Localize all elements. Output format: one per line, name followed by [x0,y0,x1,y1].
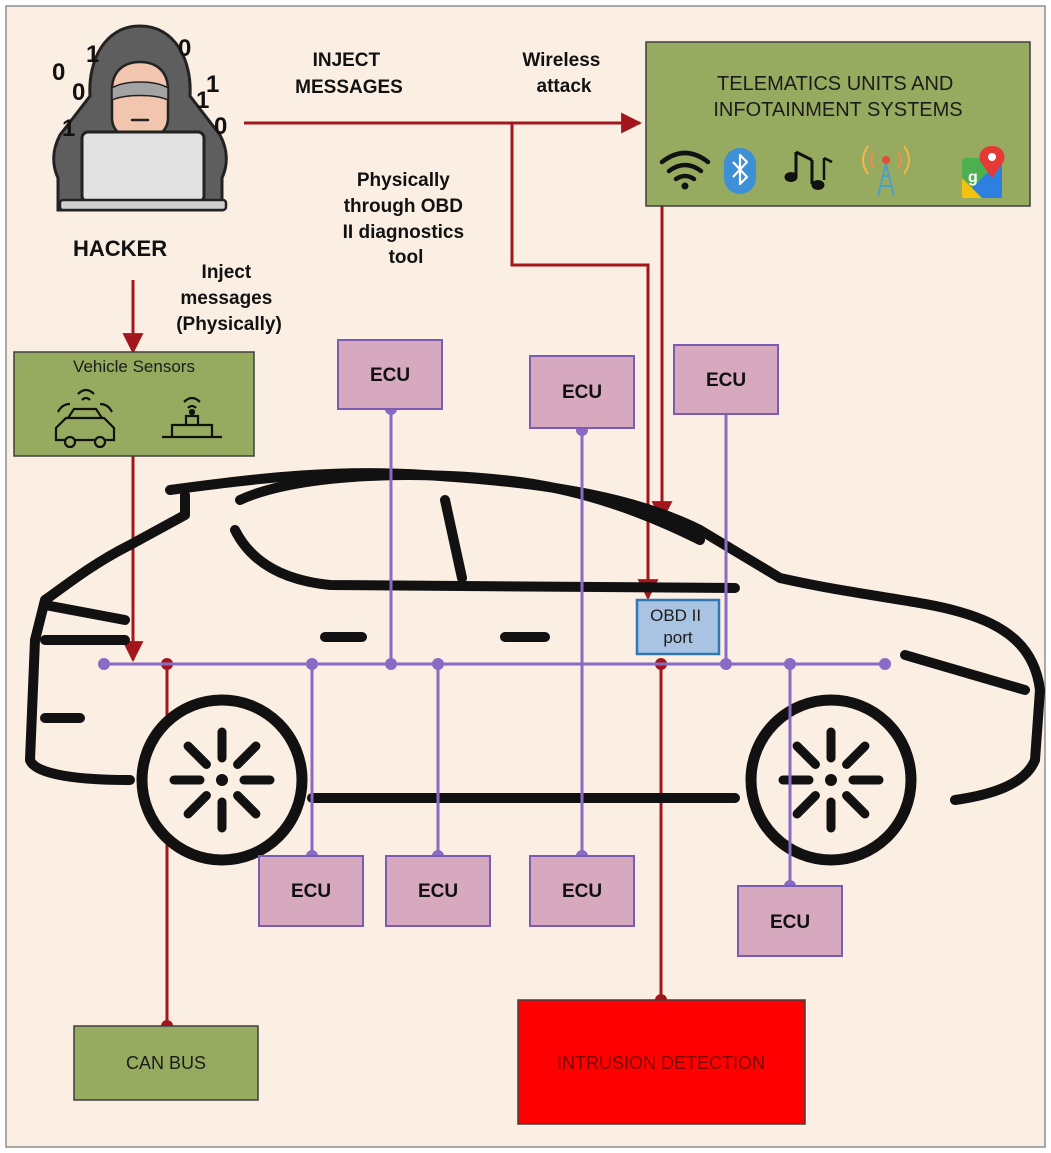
intrusion-detection-label: INTRUSION DETECTION [557,1053,765,1073]
connected-car-icon [54,388,116,449]
obd-attack-line [510,123,659,601]
telematics-title: TELEMATICS UNITS AND [717,73,953,95]
bluetooth-icon [724,148,756,194]
ecu-box: ECU [737,885,843,957]
binary-digit: 0 [72,79,85,106]
car-outline [25,468,1045,805]
ecu-label: ECU [291,881,331,902]
ecu-box: ECU [673,344,779,415]
ecu-label: ECU [770,912,810,933]
vehicle-sensors-title: Vehicle Sensors [73,357,195,376]
wheel-spoke [233,741,261,769]
wireless-attack-label: Wireless attack [522,50,605,97]
wheel-spoke [842,741,870,769]
binary-digit: 1 [196,87,209,114]
wheel-spoke [792,791,820,819]
maps-icon: g [962,146,1005,198]
physically-obd-label: Physically through OBD II diagnostics to… [343,170,470,268]
hacker-label: HACKER [73,236,167,261]
wheel-spoke [233,791,261,819]
binary-digit: 0 [178,35,191,62]
telematics-box: TELEMATICS UNITS AND INFOTAINMENT SYSTEM… [645,41,1031,207]
wheel-spoke [183,791,211,819]
wheel-spoke [792,741,820,769]
ecu-label: ECU [562,881,602,902]
wheel-spoke [183,741,211,769]
ecu-label: ECU [418,881,458,902]
svg-text:TELEMATICS UNITS AND INF: TELEMATICS UNITS AND INFOTAINMENT SYSTEM… [713,73,962,121]
ecu-label: ECU [370,365,410,386]
inject-physically-label: Inject messages (Physically) [176,262,282,335]
binary-digit: 1 [86,41,99,68]
can-bus-label: CAN BUS [126,1053,206,1073]
inject-messages-label: INJECT MESSAGES [295,50,403,98]
wifi-icon [659,150,711,190]
ecu-box: ECU [258,855,364,927]
binary-digit: 0 [214,113,227,140]
ecu-box: ECU [385,855,491,927]
binary-digit: 0 [52,59,65,86]
svg-text:OBD II port: OBD II port [650,606,706,647]
binary-digit: 1 [62,115,75,142]
ecu-label: ECU [562,382,602,403]
front-wheel [136,694,308,866]
telematics-title: INFOTAINMENT SYSTEMS [713,99,962,121]
ecu-box: ECU [529,355,635,429]
can-bus-box: CAN BUS [73,1025,259,1101]
intrusion-detection-box: INTRUSION DETECTION [517,999,806,1125]
ecu-label: ECU [706,370,746,391]
sensor-icon [162,396,222,439]
radio-tower-icon [862,145,910,197]
svg-text:g: g [968,169,978,186]
obd-port-label: port [663,628,693,647]
binary-digit: 1 [206,71,219,98]
hacker-icon: 1 0 0 0 1 1 1 0 [52,24,228,212]
music-icon [784,150,833,190]
ecu-box: ECU [337,339,443,410]
vehicle-sensors-box: Vehicle Sensors [13,351,255,457]
ecu-box: ECU [529,855,635,927]
obd-port-box: OBD II port [635,598,721,656]
wheel-spoke [842,791,870,819]
obd-port-label: OBD II [650,606,701,625]
rear-wheel [745,694,917,866]
